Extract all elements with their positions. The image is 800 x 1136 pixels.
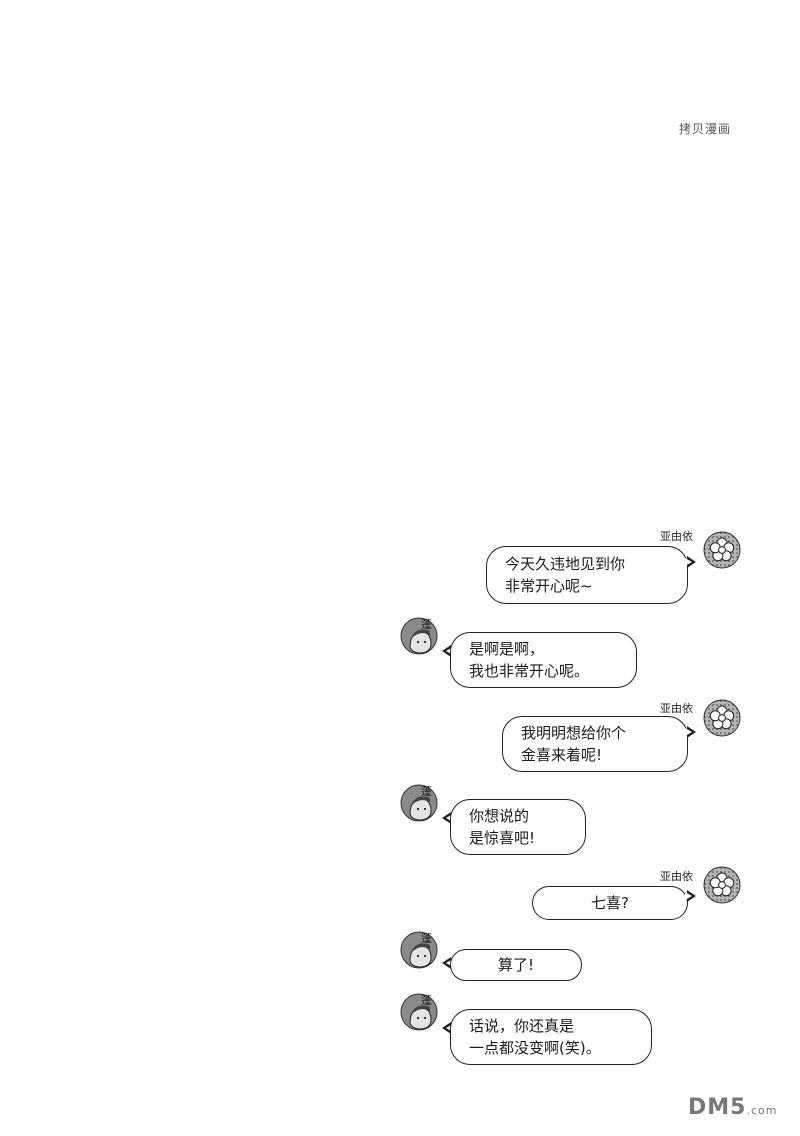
message-bubble: 话说，你还真是 一点都没变啊(笑)。 [450, 1009, 652, 1065]
character-avatar-icon [400, 993, 438, 1031]
message-bubble: 你想说的 是惊喜吧! [450, 799, 586, 855]
flower-avatar-icon [703, 531, 741, 569]
bubble-tail [685, 890, 696, 902]
sender-name: 亚由依 [660, 530, 693, 543]
message-bubble: 是啊是啊， 我也非常开心呢。 [450, 632, 637, 688]
message-bubble: 今天久违地见到你 非常开心呢~ [486, 546, 688, 604]
copy-manga-watermark: 拷贝漫画 [679, 122, 732, 136]
message-bubble: 算了! [450, 949, 582, 981]
bubble-tail [442, 1022, 453, 1034]
character-avatar-icon [400, 931, 438, 969]
sender-name: 蓬 [421, 618, 432, 631]
bubble-tail [685, 726, 696, 738]
sender-name: 蓬 [421, 994, 432, 1007]
sender-name: 亚由依 [660, 702, 693, 715]
sender-name: 蓬 [421, 932, 432, 945]
flower-avatar-icon [703, 866, 741, 904]
sender-name: 亚由依 [660, 870, 693, 883]
message-bubble: 我明明想给你个 金喜来着呢! [502, 716, 688, 772]
character-avatar-icon [400, 617, 438, 655]
sender-name: 蓬 [421, 785, 432, 798]
bubble-tail [685, 556, 696, 568]
bubble-tail [442, 812, 453, 824]
message-bubble: 七喜? [532, 886, 688, 920]
character-avatar-icon [400, 784, 438, 822]
bubble-tail [442, 957, 453, 969]
flower-avatar-icon [703, 699, 741, 737]
dm5-logo: DM5.com [688, 1095, 778, 1120]
bubble-tail [442, 645, 453, 657]
